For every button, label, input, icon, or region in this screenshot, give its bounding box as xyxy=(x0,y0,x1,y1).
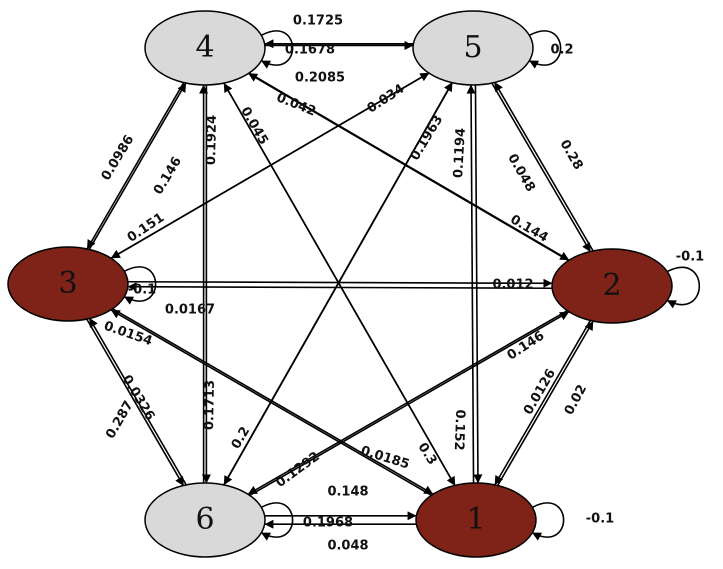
edge-weight-3-to-3: -0.1 xyxy=(128,283,156,298)
node-2-shape xyxy=(551,248,673,324)
edge-2-to-3 xyxy=(127,282,553,292)
edge-weight-4-to-1: 0.3 xyxy=(415,440,440,467)
edge-5-to-1 xyxy=(473,84,483,484)
edge-3-to-3 xyxy=(123,266,157,305)
edge-weight-2-to-4: 0.042 xyxy=(274,90,318,119)
edge-weight-1-to-4: 0.045 xyxy=(237,104,271,147)
edge-weight-5-to-4: 0.2085 xyxy=(295,71,345,86)
node-3-label: 3 xyxy=(58,266,77,301)
edge-weight-6-to-3: 0.287 xyxy=(103,398,137,441)
edge-weight-5-to-3: 0.151 xyxy=(125,210,167,245)
edge-weight-1-to-1: -0.1 xyxy=(586,512,614,527)
edge-4-to-2 xyxy=(248,72,570,261)
edge-2-to-1 xyxy=(494,319,592,486)
node-4-label: 4 xyxy=(195,30,214,65)
node-5: 5 xyxy=(412,10,534,86)
edge-weight-2-to-3: 0.012 xyxy=(492,278,533,293)
edge-6-to-5 xyxy=(223,82,453,486)
edge-weight-6-to-5: 0.2 xyxy=(229,424,254,451)
node-1: 1 xyxy=(415,482,537,558)
node-1-label: 1 xyxy=(466,502,485,537)
edge-3-to-5 xyxy=(110,72,430,259)
edge-weight-4-to-3: 0.146 xyxy=(151,155,185,198)
edge-3-to-4 xyxy=(88,82,187,250)
edge-4-to-4 xyxy=(260,30,294,69)
edge-3-to-6 xyxy=(86,318,185,487)
edge-3-to-2 xyxy=(127,278,553,288)
edge-weight-4-to-6: 0.1924 xyxy=(204,115,220,165)
edge-weight-1-to-5: 0.1194 xyxy=(451,128,469,179)
edge-weight-5-to-6: 0.1963 xyxy=(408,113,447,164)
edge-weight-1-to-3: 0.0154 xyxy=(102,319,154,350)
node-6-label: 6 xyxy=(195,502,214,537)
edge-weight-6-to-6: 0.1968 xyxy=(303,516,353,531)
node-3-shape xyxy=(7,246,129,322)
edge-2-to-5 xyxy=(493,81,594,252)
edge-3-to-1 xyxy=(111,307,434,495)
node-5-shape xyxy=(412,10,534,86)
nodes-layer: 4 5 3 2 6 1 xyxy=(7,10,673,558)
edge-weight-2-to-1: 0.02 xyxy=(562,382,590,417)
edge-1-to-3 xyxy=(110,309,433,497)
edge-weight-4-to-5: 0.1725 xyxy=(293,14,343,29)
node-6-shape xyxy=(144,482,266,558)
edge-2-to-6 xyxy=(247,309,568,495)
node-4-shape xyxy=(144,10,266,86)
node-3: 3 xyxy=(7,246,129,322)
edge-weight-2-to-6: 0.1292 xyxy=(273,449,322,491)
edge-weight-1-to-6: 0.048 xyxy=(327,539,368,554)
node-6: 6 xyxy=(144,482,266,558)
node-4: 4 xyxy=(144,10,266,86)
edge-weight-4-to-4: 0.1678 xyxy=(285,43,335,58)
edge-weight-5-to-2: 0.28 xyxy=(556,137,585,172)
edge-1-to-5 xyxy=(466,84,476,484)
edge-6-to-6 xyxy=(260,502,294,541)
edge-4-to-1 xyxy=(223,82,456,486)
edge-1-to-2 xyxy=(496,320,594,487)
edge-weight-2-to-2: -0.1 xyxy=(676,250,704,265)
edge-4-to-3 xyxy=(86,82,185,250)
edge-weight-1-to-2: 0.0126 xyxy=(521,367,559,418)
edge-weight-3-to-2: 0.0167 xyxy=(165,303,215,318)
edge-1-to-1 xyxy=(531,502,565,541)
edge-weight-3-to-5: 0.034 xyxy=(365,82,408,117)
edge-6-to-3 xyxy=(88,317,187,486)
edge-weight-5-to-5: 0.2 xyxy=(550,43,573,58)
node-1-shape xyxy=(415,482,537,558)
edge-weight-5-to-1: 0.152 xyxy=(451,409,467,451)
node-2: 2 xyxy=(551,248,673,324)
edges-layer xyxy=(86,30,700,541)
node-2-label: 2 xyxy=(602,268,621,303)
edge-weight-6-to-1: 0.148 xyxy=(327,485,368,500)
edge-6-to-2 xyxy=(249,311,570,497)
edge-2-to-2 xyxy=(666,266,700,309)
edge-5-to-2 xyxy=(491,82,592,253)
edge-5-to-5 xyxy=(528,30,562,69)
node-5-label: 5 xyxy=(463,30,482,65)
edge-weight-6-to-4: 0.1713 xyxy=(202,380,218,430)
edge-weight-2-to-5: 0.048 xyxy=(504,151,538,194)
